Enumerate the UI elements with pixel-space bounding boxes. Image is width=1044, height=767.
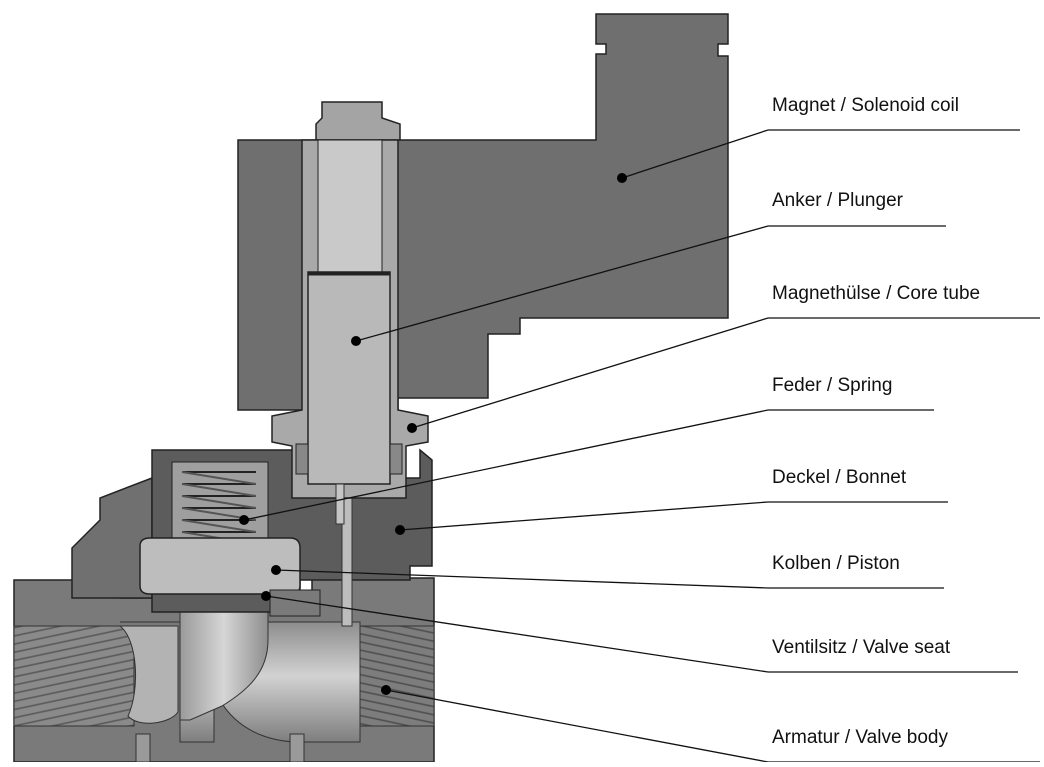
spring [181,471,257,545]
bore-right [349,625,435,727]
label-valve-seat: Ventilsitz / Valve seat [772,637,951,658]
plunger [307,271,391,485]
leader-lines [243,129,1040,763]
label-solenoid-coil: Magnet / Solenoid coil [772,95,959,116]
bore-pocket [118,625,179,724]
plunger-spring-left [295,443,309,475]
leader-dots [239,173,627,695]
bolt-left [135,733,151,763]
plunger-spring-right [389,443,403,475]
label-core-tube: Magnethülse / Core tube [772,283,981,304]
label-bonnet: Deckel / Bonnet [772,467,907,488]
label-piston: Kolben / Piston [772,553,900,574]
label-plunger: Anker / Plunger [772,190,903,211]
bore-left [13,625,135,727]
core-tube-cap [315,101,401,141]
bolt-right [289,733,305,763]
label-spring: Feder / Spring [772,375,893,396]
piston [139,537,301,595]
label-valve-body: Armatur / Valve body [772,727,949,748]
plunger-bore [317,139,383,273]
body-shoulder [71,476,153,599]
elbow-passage [179,585,269,721]
pilot-needle [335,483,345,525]
